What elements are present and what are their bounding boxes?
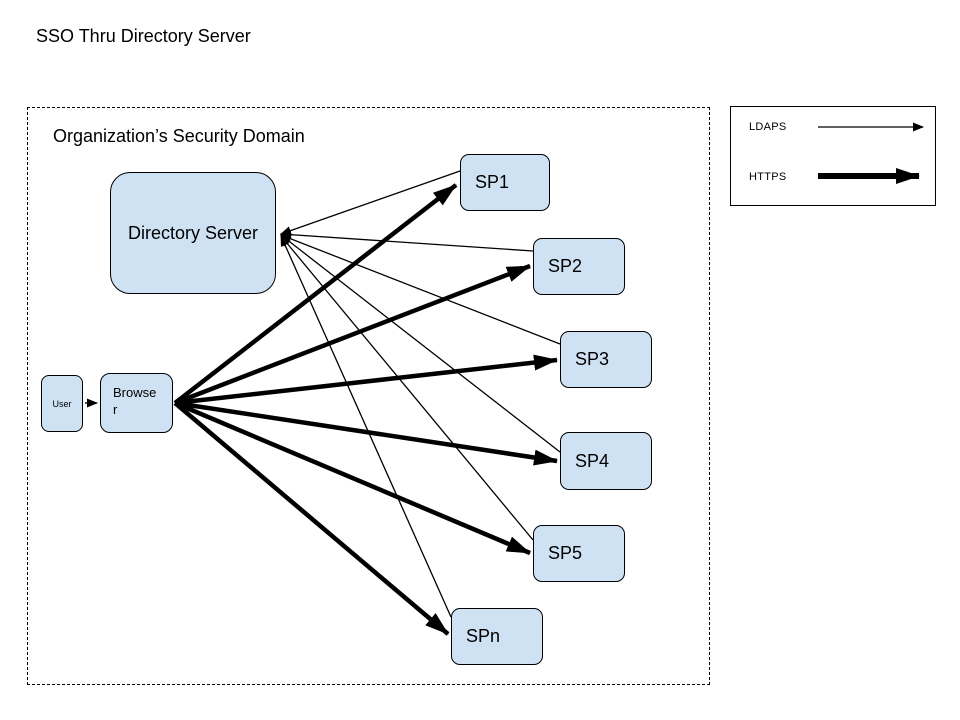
node-sp2: SP2 xyxy=(533,238,625,295)
node-sp3-label: SP3 xyxy=(575,349,610,369)
node-spn-label: SPn xyxy=(466,626,501,646)
node-directory-server-label: Directory Server xyxy=(127,222,259,243)
node-sp5: SP5 xyxy=(533,525,625,582)
node-sp1-label: SP1 xyxy=(475,172,510,192)
legend-ldaps-label: LDAPS xyxy=(749,121,787,133)
node-sp1: SP1 xyxy=(460,154,550,211)
node-browser: Browser xyxy=(100,373,173,433)
node-sp2-label: SP2 xyxy=(548,256,583,276)
node-sp4: SP4 xyxy=(560,432,652,490)
legend: LDAPS HTTPS xyxy=(730,106,936,206)
node-directory-server: Directory Server xyxy=(110,172,276,294)
node-user: User xyxy=(41,375,83,432)
node-user-label: User xyxy=(52,398,72,409)
security-domain-label: Organization’s Security Domain xyxy=(53,126,305,146)
node-sp4-label: SP4 xyxy=(575,450,610,471)
node-browser-label: Browser xyxy=(113,385,157,417)
security-domain-boundary: Organization’s Security Domain xyxy=(27,107,710,685)
node-sp5-label: SP5 xyxy=(548,543,583,563)
node-sp3: SP3 xyxy=(560,331,652,388)
diagram-title: SSO Thru Directory Server xyxy=(36,26,251,46)
legend-https-label: HTTPS xyxy=(749,171,787,183)
node-spn: SPn xyxy=(451,608,543,665)
